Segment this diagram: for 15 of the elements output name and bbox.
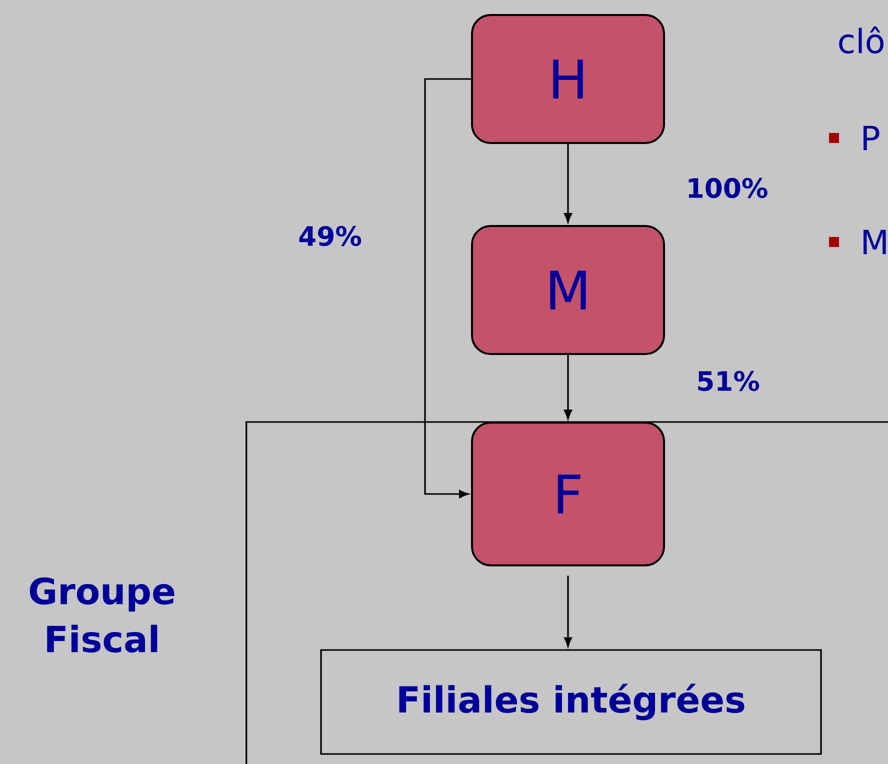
entity-box: H (471, 14, 665, 144)
result-box: Filiales intégrées (320, 649, 822, 755)
cut-off-text: clô (839, 26, 884, 54)
arrow (564, 144, 572, 223)
cut-off-text: P (864, 126, 880, 150)
edge-label: 51% (694, 370, 762, 392)
arrow (564, 576, 572, 647)
arrow (564, 355, 572, 420)
edge-label: 49% (296, 224, 364, 248)
arrow (424, 78, 471, 498)
edge-label: 100% (684, 176, 770, 200)
entity-box: M (471, 225, 665, 355)
node-label: Groupe Fiscal (30, 577, 174, 653)
cut-off-text: M (864, 230, 886, 254)
entity-box: F (471, 422, 665, 566)
